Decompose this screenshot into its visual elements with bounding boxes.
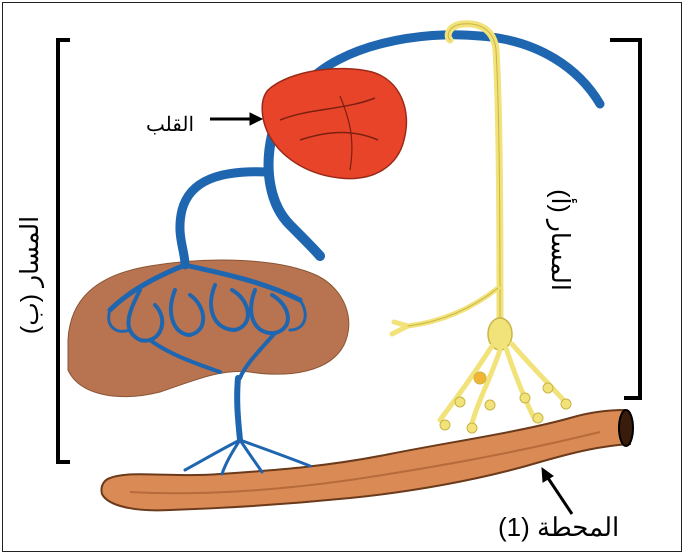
liver-icon [68,260,349,397]
arrow-icon [210,113,262,125]
intestine-icon [101,410,633,510]
heart-label: القلب [146,112,194,137]
arrow-icon [542,468,572,514]
bracket-path-a [610,40,640,398]
station-1-label: المحطة (1) [498,512,619,543]
path-b-label: المسار (ب) [15,216,45,334]
path-a-label: المسار (أ) [545,189,575,291]
bracket-path-b [58,40,70,462]
heart-icon [262,69,406,179]
